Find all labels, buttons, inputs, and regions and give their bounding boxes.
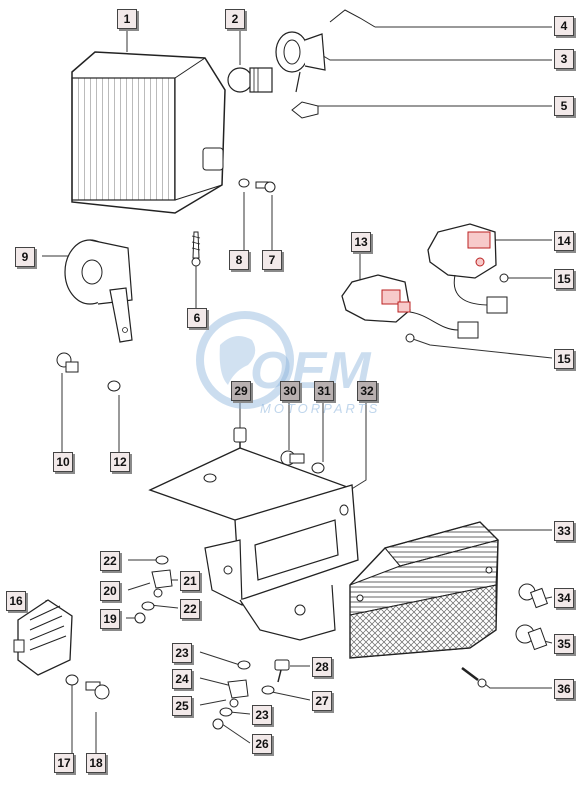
callout-2[interactable]: 2	[225, 9, 245, 29]
regulator-part-16	[13, 599, 73, 676]
callout-33[interactable]: 33	[554, 521, 574, 541]
bulb-part-2	[227, 67, 273, 93]
callout-21[interactable]: 21	[180, 571, 200, 591]
callout-35[interactable]: 35	[554, 634, 574, 654]
small-hardware	[134, 555, 290, 730]
callout-31[interactable]: 31	[314, 381, 334, 401]
screw-part-7	[255, 181, 276, 193]
callout-5[interactable]: 5	[554, 96, 574, 116]
bulb-part-35	[515, 624, 548, 651]
callout-7[interactable]: 7	[262, 250, 282, 270]
bolt-part-18	[85, 681, 110, 700]
callout-10[interactable]: 10	[53, 452, 73, 472]
callout-23-lower[interactable]: 23	[252, 705, 272, 725]
callout-13[interactable]: 13	[351, 232, 371, 252]
wire-part-4	[329, 9, 376, 28]
callout-32[interactable]: 32	[357, 381, 377, 401]
callout-19[interactable]: 19	[100, 609, 120, 629]
callout-15-lower[interactable]: 15	[554, 349, 574, 369]
screw-part-36	[461, 667, 487, 688]
headlamp-part	[71, 51, 226, 214]
washer-part-17	[65, 674, 79, 686]
callout-22-upper[interactable]: 22	[100, 551, 120, 571]
callout-12[interactable]: 12	[110, 452, 130, 472]
callout-4[interactable]: 4	[554, 16, 574, 36]
bulb-part-34	[518, 583, 549, 609]
switch-part-14	[427, 223, 508, 314]
callout-28[interactable]: 28	[312, 657, 332, 677]
callout-36[interactable]: 36	[554, 679, 574, 699]
bracket-part-32	[148, 447, 359, 641]
bulb-part-5	[291, 101, 319, 119]
socket-part-3	[275, 31, 326, 93]
bolt-part-30	[280, 450, 305, 466]
washer-part-12	[107, 380, 121, 392]
callout-9[interactable]: 9	[15, 247, 35, 267]
callout-29[interactable]: 29	[231, 381, 251, 401]
callout-15-upper[interactable]: 15	[554, 269, 574, 289]
callout-23-upper[interactable]: 23	[172, 643, 192, 663]
screw-part-6	[191, 231, 201, 267]
callout-24[interactable]: 24	[172, 669, 192, 689]
callout-22-lower[interactable]: 22	[180, 599, 200, 619]
bolt-part-10	[56, 352, 79, 373]
callout-8[interactable]: 8	[229, 250, 249, 270]
callout-34[interactable]: 34	[554, 588, 574, 608]
callout-17[interactable]: 17	[54, 753, 74, 773]
callout-27[interactable]: 27	[312, 691, 332, 711]
screw-part-15a	[499, 273, 509, 283]
screw-part-15b	[405, 333, 415, 343]
callout-25[interactable]: 25	[172, 696, 192, 716]
callout-3[interactable]: 3	[554, 49, 574, 69]
callout-1[interactable]: 1	[117, 9, 137, 29]
taillight-part-33	[349, 521, 499, 659]
callout-20[interactable]: 20	[100, 581, 120, 601]
washer-part-8	[238, 178, 250, 188]
horn-part-9	[64, 239, 133, 343]
callout-6[interactable]: 6	[187, 308, 207, 328]
callout-30[interactable]: 30	[280, 381, 300, 401]
callout-16[interactable]: 16	[6, 591, 26, 611]
callout-18[interactable]: 18	[86, 753, 106, 773]
washer-part-31	[311, 462, 325, 474]
callout-26[interactable]: 26	[252, 734, 272, 754]
callout-14[interactable]: 14	[554, 231, 574, 251]
switch-part-13	[341, 274, 479, 339]
